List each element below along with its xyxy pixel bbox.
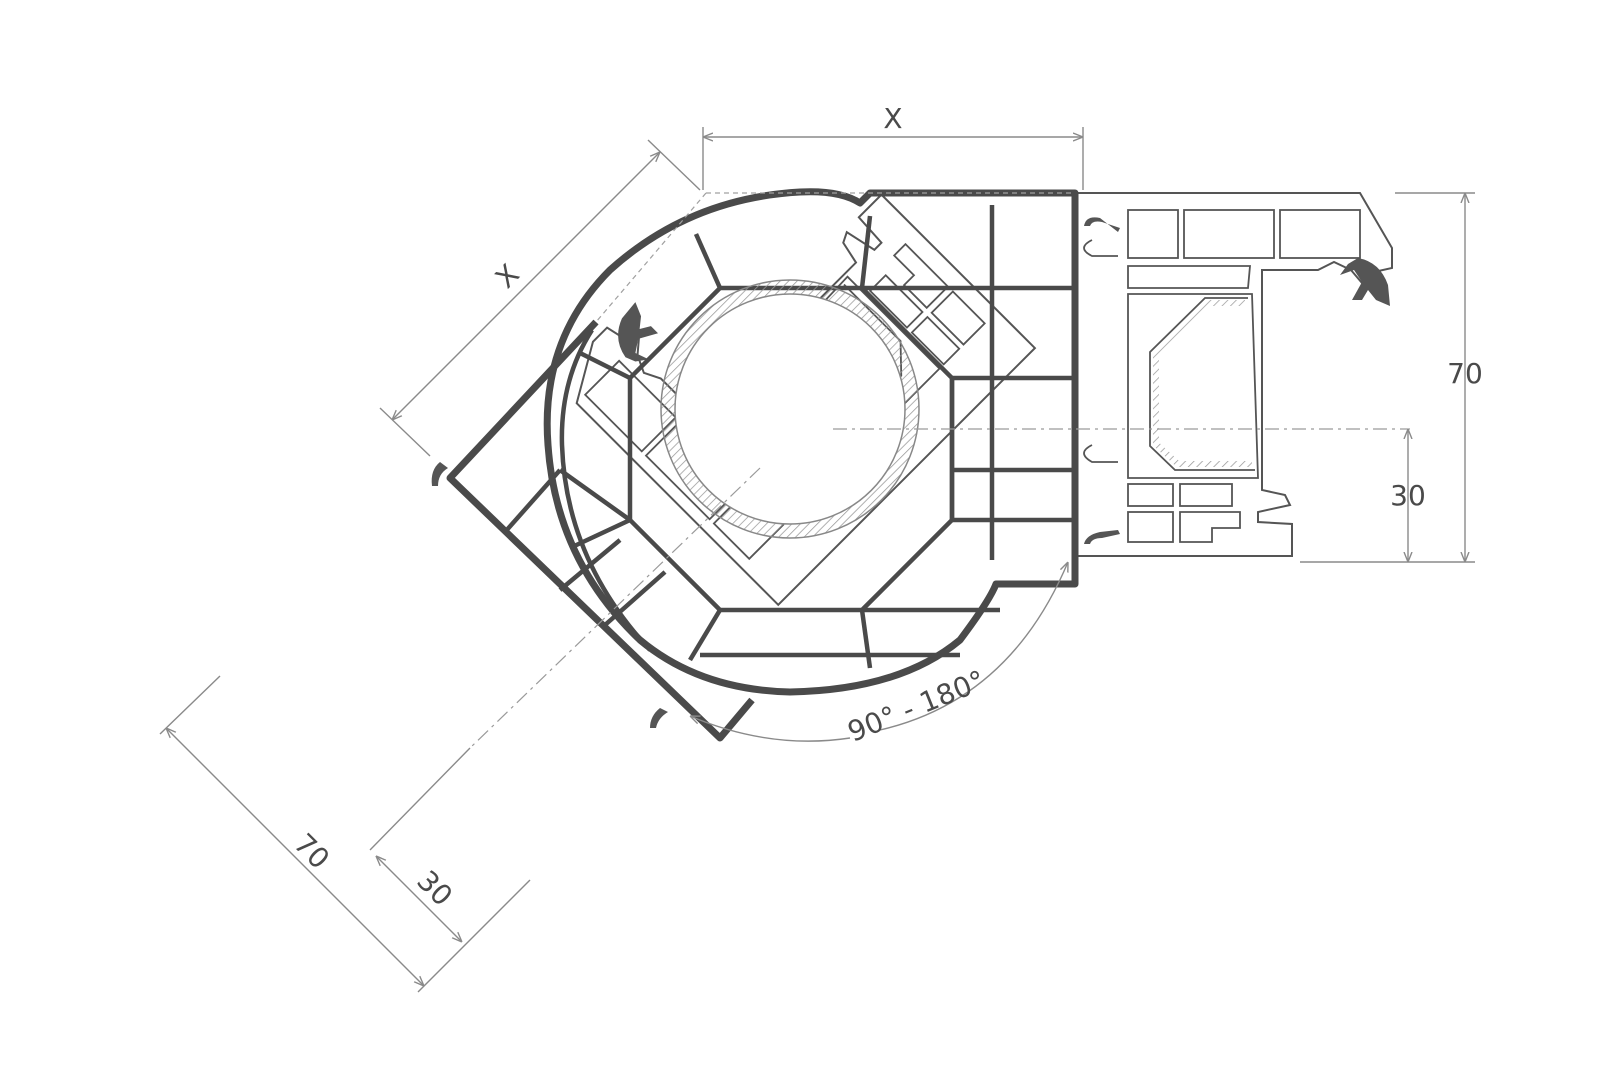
right-gasket: [1340, 258, 1390, 306]
dimension-left-70: 70: [159, 675, 531, 993]
left-70-label: 70: [287, 827, 336, 876]
dimension-top-x: X: [702, 102, 1084, 190]
dimension-left-30: 30: [369, 747, 471, 942]
left-30-label: 30: [410, 864, 459, 913]
dimension-right-30: 30: [1390, 429, 1426, 562]
diag-x-label: X: [489, 258, 526, 295]
right-30-label: 30: [1390, 479, 1426, 512]
right-window-profile: [1074, 192, 1393, 557]
right-bottom-seal: [1084, 530, 1120, 544]
angle-label: 90° - 180°: [843, 664, 990, 749]
corner-connector: [431, 188, 1079, 742]
dimension-right-70: 70: [1300, 192, 1483, 563]
right-top-seal: [1084, 217, 1120, 232]
right-70-label: 70: [1447, 357, 1483, 390]
top-x-label: X: [883, 102, 902, 135]
